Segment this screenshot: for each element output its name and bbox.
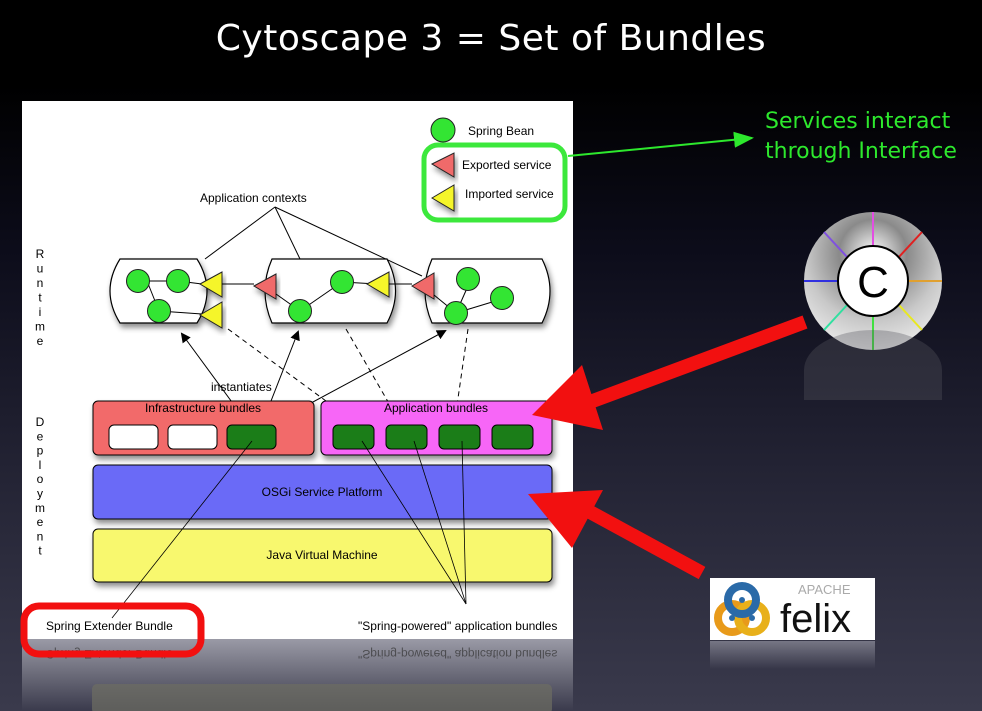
deployment-letter: l	[39, 458, 42, 472]
runtime-letter: t	[38, 291, 42, 305]
spring-bean	[166, 269, 190, 293]
deployment-letter: e	[37, 515, 44, 529]
runtime-letter: e	[37, 334, 44, 348]
legend-service-box	[421, 142, 568, 223]
deployment-letter: D	[36, 415, 45, 429]
jvm-layer	[92, 528, 553, 583]
extender-reflection: Spring Extender Bundle	[46, 647, 173, 661]
deployment-letter: e	[37, 429, 44, 443]
cytoscape-logo: C	[804, 212, 942, 400]
felix-apache-text: APACHE	[798, 582, 851, 597]
deployment-letter: p	[37, 444, 44, 458]
spring-powered-reflection: "Spring-powered" application bundles	[358, 647, 558, 661]
felix-trefoil-icon: APACHE felix	[714, 582, 851, 641]
bundle-green	[491, 424, 534, 450]
bundle-white	[167, 424, 218, 450]
deployment-letter: t	[38, 544, 42, 558]
runtime-letter: u	[37, 262, 44, 276]
legend-exported-icon	[430, 152, 455, 178]
spring-bean	[126, 269, 150, 293]
deployment-letter: m	[35, 501, 45, 515]
spring-bean	[490, 286, 514, 310]
bundle-green	[438, 424, 481, 450]
cytoscape-letter: C	[857, 258, 889, 307]
imported-service	[199, 301, 223, 329]
application-bundles-label: Application bundles	[384, 401, 488, 415]
runtime-letter: m	[35, 320, 45, 334]
runtime-letter: n	[37, 276, 44, 290]
deployment-letter: o	[37, 472, 44, 486]
legend-imported-icon	[431, 184, 455, 212]
felix-reflection	[710, 641, 875, 669]
application-context-2	[264, 258, 396, 324]
bundle-green	[332, 424, 375, 450]
legend-imported-label: Imported service	[465, 187, 554, 201]
spring-bean	[456, 267, 480, 291]
diagram-panel: Spring Bean Exported service Imported se…	[22, 101, 573, 639]
spring-bean	[444, 301, 468, 325]
spring-powered-label: "Spring-powered" application bundles	[358, 619, 557, 633]
slide-title: Cytoscape 3 = Set of Bundles	[215, 18, 767, 59]
bundle-green	[226, 424, 277, 450]
felix-name-text: felix	[780, 597, 851, 640]
panel-reflection: Spring Extender Bundle "Spring-powered" …	[22, 639, 573, 711]
runtime-letter: R	[36, 247, 45, 261]
deployment-letter: y	[37, 487, 43, 501]
legend-exported-label: Exported service	[462, 158, 552, 172]
spring-bean	[147, 299, 171, 323]
callout-line-2: through Interface	[765, 139, 957, 164]
extender-bundle-label: Spring Extender Bundle	[46, 619, 173, 633]
exported-service	[411, 272, 435, 300]
spring-bean	[330, 270, 354, 294]
exported-service	[252, 273, 277, 300]
legend-spring-bean-label: Spring Bean	[468, 124, 534, 138]
architecture-diagram: Spring Bean Exported service Imported se…	[35, 117, 568, 633]
deployment-letter: n	[37, 529, 44, 543]
osgi-platform-label: OSGi Service Platform	[262, 485, 383, 499]
legend-bean-icon	[430, 117, 456, 143]
spring-bean	[288, 299, 312, 323]
callout-line-1: Services interact	[765, 109, 951, 134]
application-context-3	[424, 258, 551, 324]
services-callout: Services interact through Interface	[765, 107, 957, 167]
legend-to-callout-arrow	[567, 131, 754, 157]
instantiates-label: instantiates	[211, 380, 272, 394]
application-contexts-label: Application contexts	[200, 191, 307, 205]
bundle-green	[385, 424, 428, 450]
bundle-white	[108, 424, 159, 450]
runtime-letter: i	[39, 305, 42, 319]
jvm-label: Java Virtual Machine	[266, 548, 377, 562]
apache-felix-logo: APACHE felix	[710, 578, 875, 641]
infrastructure-bundles-label: Infrastructure bundles	[145, 401, 261, 415]
